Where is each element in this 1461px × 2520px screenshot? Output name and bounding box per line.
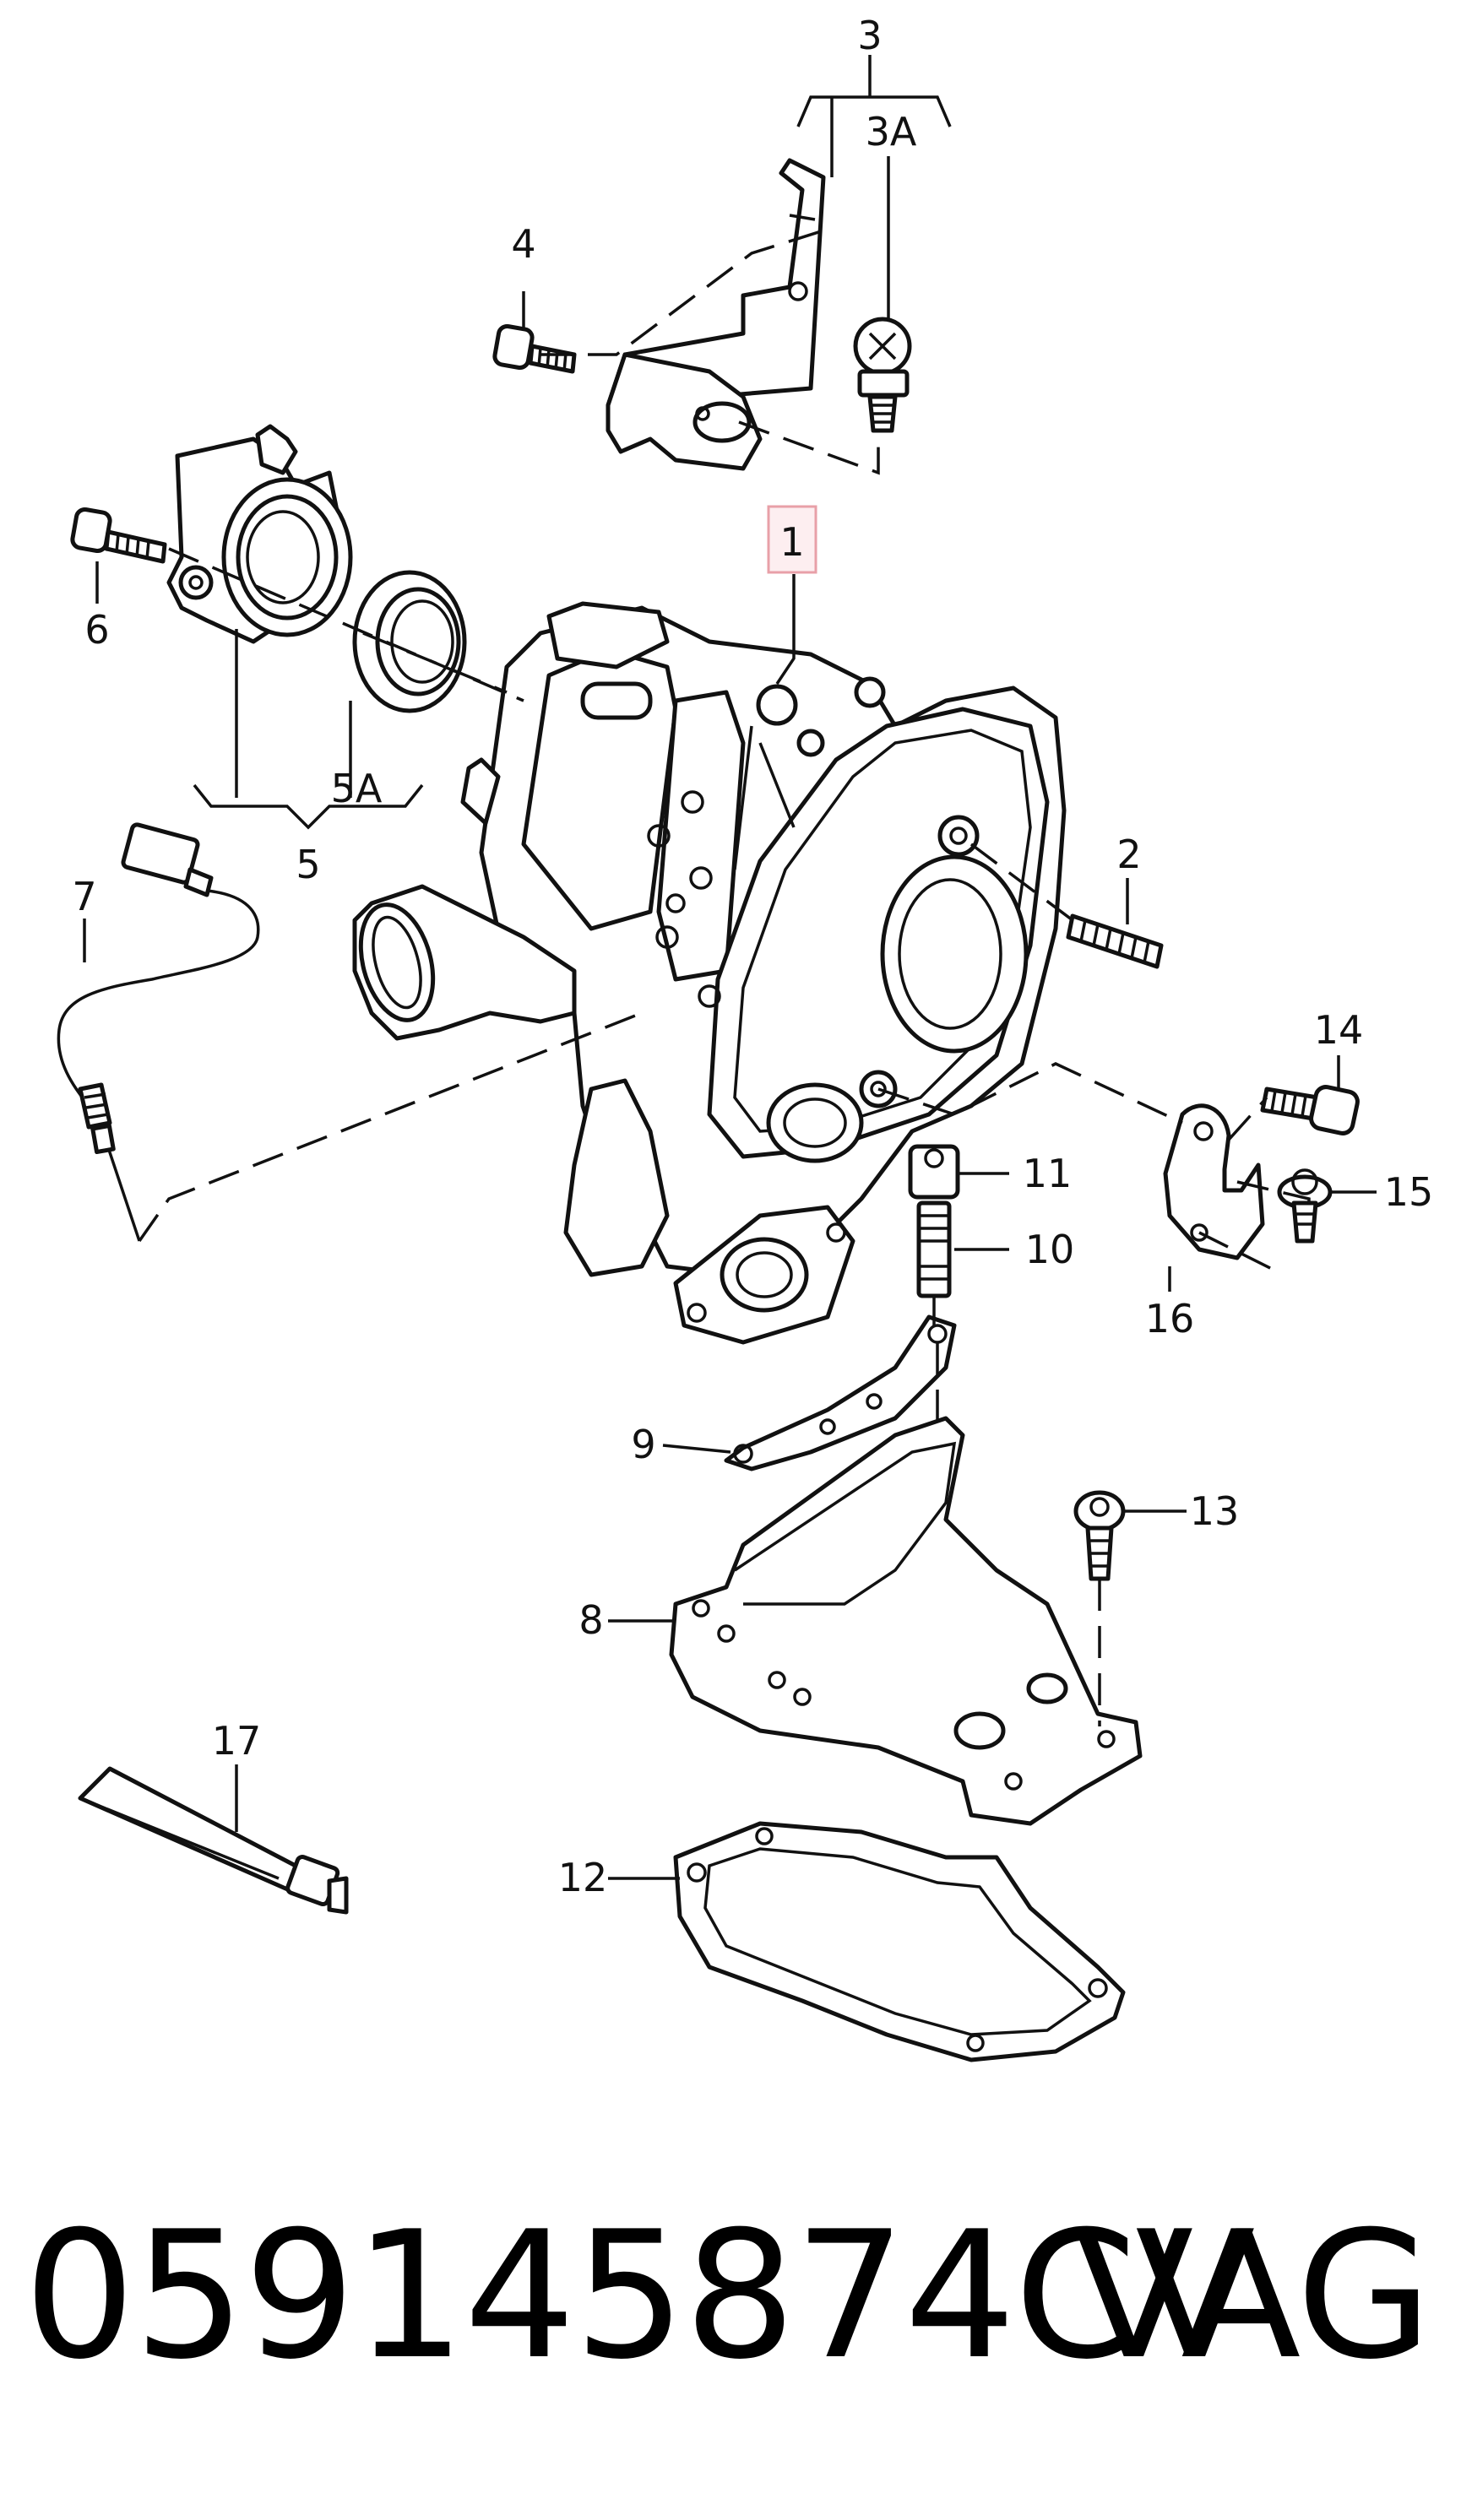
callout-labels: 1 2 3 3A 4 5 5A 6 7 8 9 10 11 12 13 14 1… (72, 13, 1433, 1900)
callout-14: 14 (1314, 1007, 1364, 1053)
callout-11: 11 (1023, 1151, 1073, 1196)
stud-part-2 (1066, 913, 1164, 969)
seal-ring-part-5a (352, 570, 467, 713)
nut-part-11 (908, 1144, 960, 1200)
bolt-part-14 (1260, 1085, 1360, 1135)
callout-1-highlight (767, 505, 817, 574)
callout-10: 10 (1025, 1227, 1075, 1272)
elbow-part-5 (166, 424, 353, 644)
bolt-part-6 (70, 507, 167, 564)
callout-2: 2 (1116, 832, 1141, 877)
stud-part-3a (853, 317, 912, 433)
callout-16: 16 (1145, 1296, 1195, 1341)
callout-5a: 5A (331, 766, 383, 811)
bracket-part-3 (606, 158, 826, 471)
callout-3: 3 (857, 13, 882, 58)
assembly-dashed-lines (138, 226, 1311, 1726)
callout-1: 1 (779, 519, 804, 565)
bolt-part-13 (1073, 1490, 1126, 1581)
bracket-part-16 (1163, 1103, 1265, 1260)
footer: 059145874CV VAG (0, 2187, 1461, 2406)
bolt-part-15 (1277, 1168, 1333, 1244)
callout-12: 12 (558, 1855, 608, 1900)
callout-8: 8 (578, 1597, 603, 1643)
bolt-part-4 (492, 323, 577, 374)
gasket-part-12 (673, 1821, 1126, 2062)
callout-7: 7 (72, 874, 96, 919)
callout-6: 6 (84, 607, 109, 653)
callout-5: 5 (296, 842, 320, 887)
callout-13: 13 (1190, 1488, 1240, 1534)
callout-4: 4 (511, 221, 535, 267)
manifold-part-8 (669, 1416, 1143, 1826)
part-number: 059145874CV (24, 2194, 1256, 2398)
leader-lines (83, 55, 1377, 1880)
callout-9: 9 (631, 1422, 655, 1467)
stud-part-10 (916, 1200, 952, 1298)
sealant-tube-part-17 (78, 1766, 349, 1915)
sensor-part-7 (57, 822, 260, 1242)
brand-name: VAG (1073, 2194, 1432, 2398)
inlet-pipe (352, 884, 577, 1041)
exhaust-flange (563, 1078, 855, 1345)
callout-3a: 3A (866, 109, 917, 154)
callout-17: 17 (212, 1718, 262, 1764)
callout-15: 15 (1384, 1169, 1434, 1215)
